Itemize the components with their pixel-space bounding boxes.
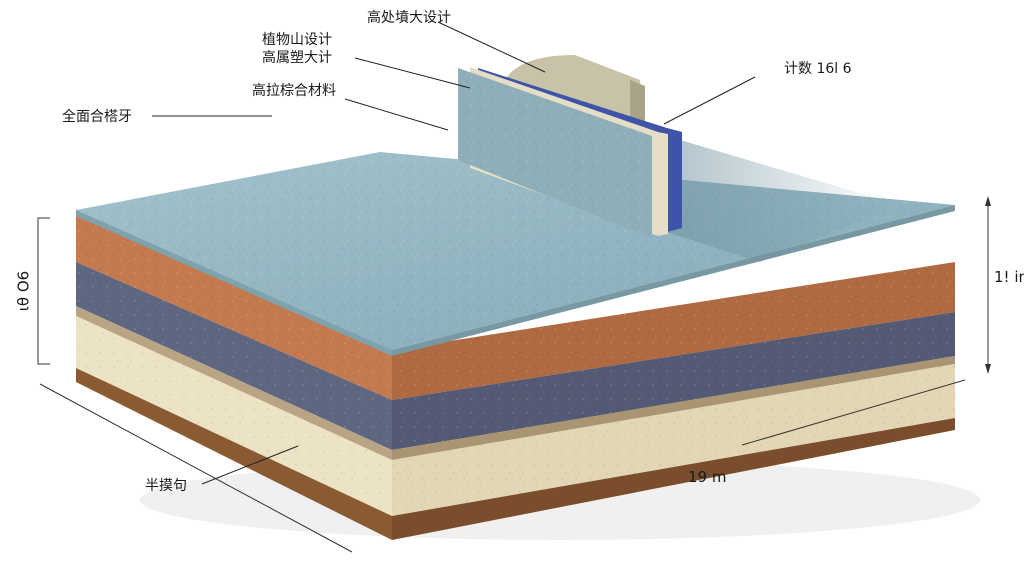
length-label: 19 m — [688, 468, 726, 486]
full-surface-label: 全面合榙牙 — [62, 108, 132, 125]
left-height-dimension: ιθ O6 — [15, 217, 50, 365]
slate-layer-front-texture — [76, 262, 392, 450]
leader-lines — [152, 21, 756, 485]
top-edge-front — [76, 210, 392, 356]
left-height-label: ιθ O6 — [15, 271, 33, 311]
base-layer-side — [392, 418, 955, 540]
bottom-left-label: 半摸句 — [145, 478, 187, 494]
slate-layer-side-texture — [392, 312, 955, 450]
tan-layer-front — [76, 306, 392, 460]
right-face-layers — [392, 262, 955, 540]
orange-layer-side-texture — [392, 262, 955, 400]
wall-shadow — [660, 140, 900, 262]
wall-lower-label: 高属塑大计 — [262, 49, 332, 66]
composite-label: 高拉棕合材料 — [252, 82, 336, 99]
sand-layer-side-texture — [392, 364, 955, 516]
front-face-layers — [76, 210, 392, 540]
tan-layer-side — [392, 356, 955, 460]
right-height-label: 1! in — [994, 268, 1024, 286]
sand-layer-front-texture — [76, 316, 392, 516]
top-center-label: 高处墳大设计 — [367, 9, 451, 26]
raised-wall — [458, 55, 682, 238]
wall-front-texture — [458, 68, 652, 238]
base-layer-front — [76, 368, 392, 540]
right-height-dimension: 1! in — [985, 196, 1024, 374]
orange-layer-front-texture — [76, 210, 392, 400]
count-label: 计数 16l 6 — [784, 61, 852, 77]
length-dimension: 19 m — [39, 379, 966, 553]
wall-upper-label: 植物山设计 — [262, 32, 332, 48]
top-edge-side — [392, 205, 955, 356]
